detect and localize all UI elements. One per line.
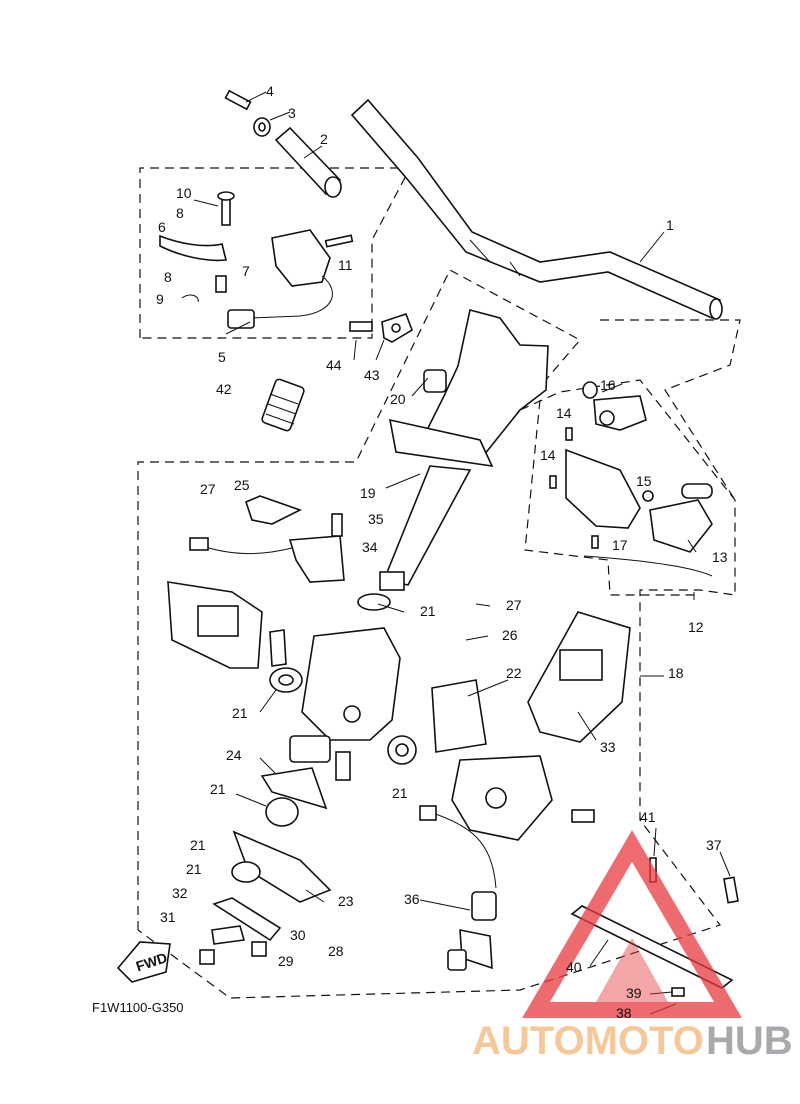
callout-12: 12 [688,619,704,635]
callout-23: 23 [338,893,354,909]
callout-16: 16 [600,377,616,393]
callout-27b: 27 [506,597,522,613]
housing-left [167,581,303,693]
callout-37: 37 [706,837,722,853]
spring-42 [261,378,305,432]
callout-8a: 8 [176,205,184,221]
callout-17: 17 [612,537,628,553]
callout-14b: 14 [540,447,556,463]
callout-36: 36 [404,891,420,907]
callout-1: 1 [666,217,674,233]
callout-3: 3 [288,105,296,121]
callout-15: 15 [636,473,652,489]
callout-4: 4 [266,83,274,99]
callout-9: 9 [156,291,164,307]
callout-19: 19 [360,485,376,501]
callout-43: 43 [364,367,380,383]
steering-column [379,309,549,591]
callout-27a: 27 [200,481,216,497]
handlebar [350,98,723,320]
callout-44: 44 [326,357,342,373]
callout-28: 28 [328,943,344,959]
figure-code: F1W1100-G350 [92,1000,184,1015]
callout-10: 10 [176,185,192,201]
callout-20: 20 [390,391,406,407]
callout-31: 31 [160,909,176,925]
callout-21e: 21 [190,837,206,853]
clamp-43 [349,312,413,343]
lower-small-parts [199,897,282,965]
callout-21d: 21 [210,781,226,797]
watermark-logo [522,830,742,1018]
callout-42: 42 [216,381,232,397]
fwd-arrow: FWD [116,941,171,983]
callout-25: 25 [234,477,250,493]
group-borders [137,167,741,999]
lever-assembly [159,191,354,329]
callout-26: 26 [502,627,518,643]
callout-41: 41 [640,809,656,825]
callout-21a: 21 [420,603,436,619]
callout-7: 7 [242,263,250,279]
callout-30: 30 [290,927,306,943]
callout-38: 38 [616,1005,632,1021]
watermark-text: AUTOMOTO HUB [472,1019,793,1063]
callout-5: 5 [218,349,226,365]
callout-40: 40 [566,959,582,975]
grip-assembly [224,89,342,198]
callout-21f: 21 [186,861,202,877]
switch-assembly-34 [189,495,345,583]
callout-21b: 21 [232,705,248,721]
callout-24: 24 [226,747,242,763]
right-assembly [387,611,631,971]
callout-8b: 8 [164,269,172,285]
callout-11: 11 [338,257,353,273]
callout-35: 35 [368,511,384,527]
callout-18: 18 [668,665,684,681]
callout-14a: 14 [556,405,572,421]
callout-32: 32 [172,885,188,901]
callout-6: 6 [158,219,166,235]
watermark-part1: AUTOMOTO [472,1019,704,1063]
callout-34: 34 [362,539,378,555]
watermark-part2: HUB [706,1019,793,1063]
leader-lines [193,91,731,1015]
callout-labels: 1 2 3 4 5 6 7 8 8 9 10 11 12 13 14 14 15… [156,83,728,1021]
switch-group-12 [549,381,713,577]
callout-2: 2 [320,131,328,147]
callout-29: 29 [278,953,294,969]
callout-22: 22 [506,665,522,681]
callout-13: 13 [712,549,728,565]
lock-body [231,593,401,903]
callout-39: 39 [626,985,642,1001]
callout-21c: 21 [392,785,408,801]
callout-33: 33 [600,739,616,755]
